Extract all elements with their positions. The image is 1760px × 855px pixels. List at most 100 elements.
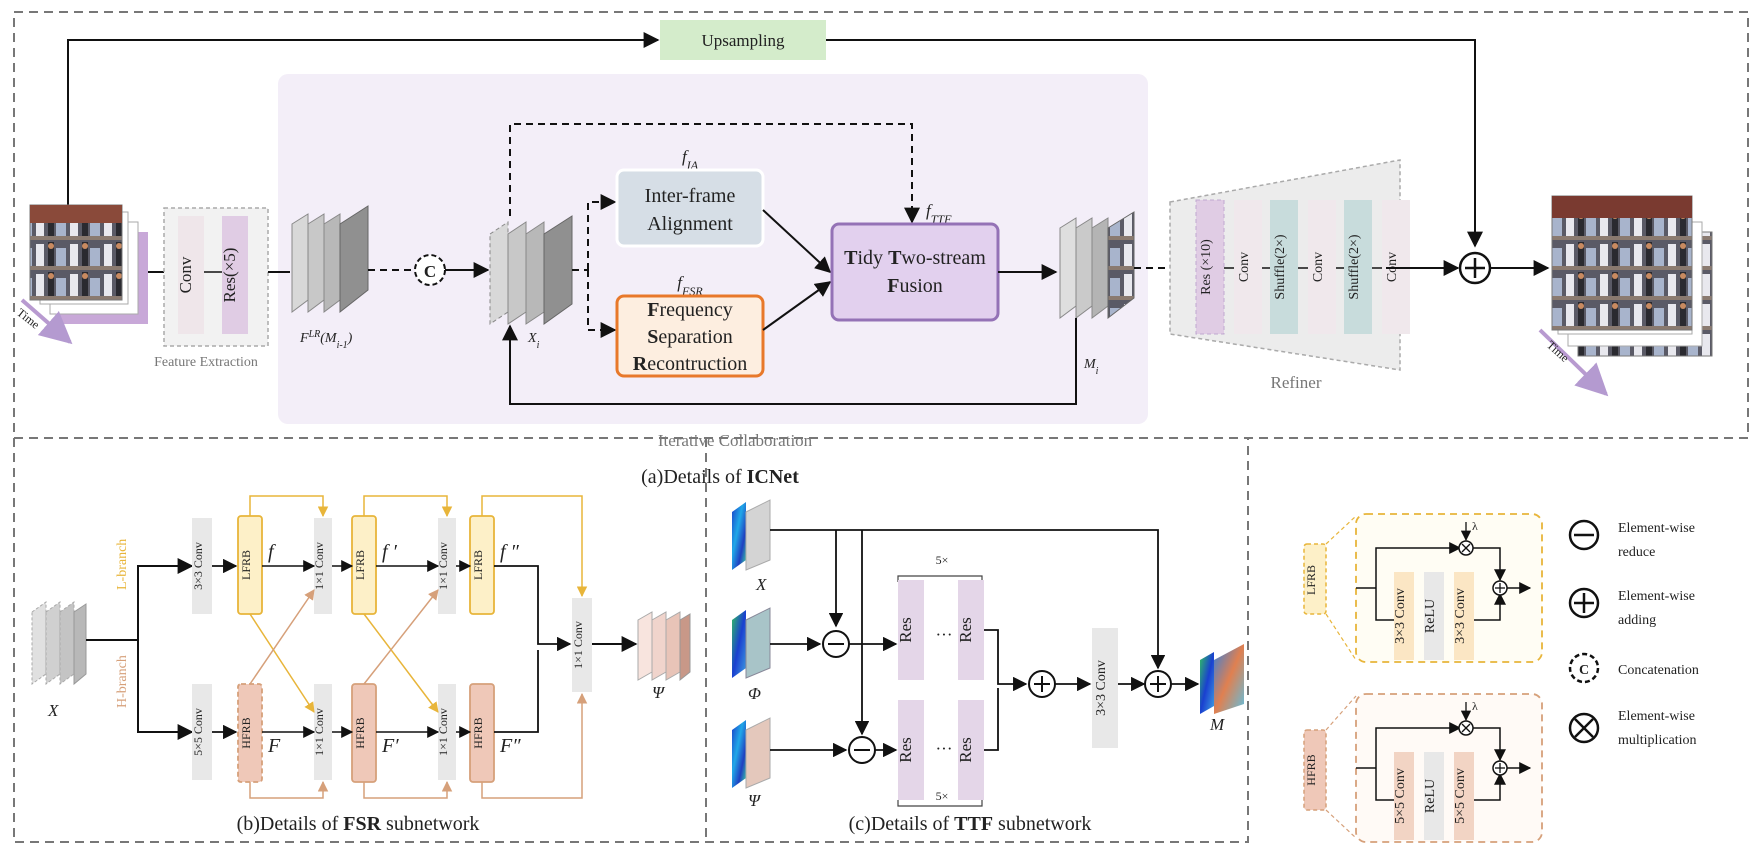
xi-to-ia bbox=[587, 194, 617, 270]
legend-lfrb-lambda: λ bbox=[1472, 519, 1478, 533]
refiner-label: Refiner bbox=[1271, 373, 1322, 392]
ttf-res-1b-label: Res bbox=[956, 617, 975, 643]
flr-label: FLR(Mi-1) bbox=[299, 329, 353, 351]
fsr-F-label-1: F′ bbox=[381, 735, 399, 757]
ttf-dots-2: ··· bbox=[936, 739, 953, 758]
fsr-h-branch-arrow bbox=[137, 640, 194, 740]
ttf-res1-to-add bbox=[984, 629, 1028, 692]
fsr-conv3 bbox=[192, 518, 212, 614]
inter-frame-alignment-box bbox=[615, 168, 765, 248]
ttf-psi-stack bbox=[732, 717, 771, 789]
xi-to-fsr bbox=[587, 270, 617, 338]
fsr-conv3-label: 3×3 Conv bbox=[191, 542, 205, 590]
upsampling-box bbox=[660, 20, 826, 60]
legend-hfrb-block-0 bbox=[1394, 752, 1414, 840]
legend-lfrb-block-0 bbox=[1394, 572, 1414, 660]
legend-lfrb-block-label-0: 3×3 Conv bbox=[1393, 588, 1408, 644]
upsampling-label: Upsampling bbox=[701, 31, 785, 50]
xi-feature-stack bbox=[489, 215, 573, 325]
fsr-to-ttf bbox=[762, 281, 832, 331]
hfrb-label-2: HFRB bbox=[471, 717, 485, 748]
refiner-block-4 bbox=[1344, 200, 1372, 334]
fsr-conv5 bbox=[192, 684, 212, 780]
fsr-last-l-to-final bbox=[494, 565, 572, 652]
fsr-psi-stack bbox=[637, 611, 691, 682]
fsr-skip-bot-final bbox=[481, 692, 588, 799]
legend-hfrb-skip bbox=[1375, 722, 1462, 768]
fsr-skip-top-1 bbox=[363, 495, 453, 518]
legend-concat-icon bbox=[1568, 652, 1600, 684]
feature-extraction-label: Feature Extraction bbox=[154, 355, 258, 370]
ttf-res-1b bbox=[958, 580, 984, 680]
refiner-block-label-2: Shuffle(2×) bbox=[1273, 234, 1288, 300]
fsr-conv5-label: 5×5 Conv bbox=[191, 708, 205, 756]
fsr-skip-top-0 bbox=[249, 495, 329, 518]
fsr-input-stack bbox=[31, 601, 87, 686]
legend-lfrb-block-label-1: ReLU bbox=[1423, 599, 1438, 633]
legend-mult-2: multiplication bbox=[1618, 733, 1697, 748]
fsr-line-2: Separation bbox=[647, 326, 733, 348]
legend-hfrb-lambda: λ bbox=[1472, 699, 1478, 713]
refiner-block-label-0: Res (×10) bbox=[1199, 239, 1214, 295]
ia-to-ttf bbox=[762, 209, 832, 274]
fsr-conv1-bot-0 bbox=[314, 684, 332, 780]
fsr-F-label-0: F bbox=[267, 735, 281, 757]
legend-lfrb-mult-to-add bbox=[1473, 547, 1506, 582]
fsr-line-1: Frequency bbox=[647, 299, 733, 321]
ttf-res-2b-label: Res bbox=[956, 737, 975, 763]
legend-mult-1: Element-wise bbox=[1618, 709, 1695, 724]
hfrb-label-0: HFRB bbox=[239, 717, 253, 748]
ttf-res-1a-label: Res bbox=[896, 617, 915, 643]
ttf-conv3 bbox=[1092, 628, 1118, 748]
ttf-phi-stack bbox=[732, 607, 771, 679]
upsampling-arrow-out bbox=[826, 39, 1483, 248]
refiner-block-label-4: Shuffle(2×) bbox=[1347, 234, 1362, 300]
fe-res-block bbox=[222, 216, 248, 334]
ttf-psi-label: Ψ bbox=[748, 791, 762, 810]
legend-hfrb-block-2 bbox=[1454, 752, 1474, 840]
fsr-cross-l-0 bbox=[249, 613, 315, 713]
legend-add-1: Element-wise bbox=[1618, 589, 1695, 604]
fsr-skip-top-final bbox=[481, 495, 588, 598]
ttf-dots-1: ··· bbox=[936, 625, 953, 644]
ttf-res-1a bbox=[898, 580, 924, 680]
legend-hfrb-chip bbox=[1303, 729, 1327, 811]
fsr-skip-bot-1 bbox=[363, 780, 453, 799]
times5-top: 5× bbox=[936, 553, 949, 567]
feedback-loop-arrow bbox=[502, 318, 1077, 405]
ttf-conv3-label: 3×3 Conv bbox=[1094, 660, 1109, 716]
tidy-two-stream-fusion-box bbox=[830, 222, 1000, 322]
legend-concat: Concatenation bbox=[1618, 663, 1699, 678]
l-branch-label: L-branch bbox=[115, 539, 130, 590]
h-branch-label: H-branch bbox=[115, 655, 130, 708]
iterative-collaboration-panel bbox=[278, 74, 1148, 424]
legend-lfrb-to-add bbox=[1474, 592, 1506, 621]
legend-hfrb-lead-1 bbox=[1325, 695, 1357, 731]
fsr-conv1-bot-label-0: 1×1 Conv bbox=[312, 708, 326, 756]
lfrb-label-2: LFRB bbox=[471, 550, 485, 580]
fsr-cross-l-1 bbox=[363, 613, 439, 713]
bottom-frame bbox=[13, 438, 1249, 843]
refiner-block-0 bbox=[1195, 199, 1225, 335]
fsr-f-label-2: f ″ bbox=[500, 541, 520, 563]
fsr-f-label-0: f bbox=[268, 541, 276, 563]
caption-ttf: (c)Details of TTF subnetwork bbox=[849, 813, 1092, 835]
fe-conv-block bbox=[178, 216, 204, 334]
legend-lfrb-label: LFRB bbox=[1304, 565, 1318, 595]
fsr-cross-h-1 bbox=[363, 589, 439, 685]
iterative-collaboration-label: Iterative Collaboration bbox=[658, 431, 813, 450]
fsr-skip-bot-0 bbox=[249, 780, 329, 799]
ttf-x-skip bbox=[770, 529, 1166, 670]
fsr-l-branch-arrow bbox=[137, 558, 194, 640]
fsr-psi-label: Ψ bbox=[652, 683, 666, 702]
xi-label: Xi bbox=[527, 331, 540, 351]
hfrb-label-1: HFRB bbox=[353, 717, 367, 748]
time-arrow-right bbox=[1538, 328, 1609, 397]
legend-lfrb-lead-2 bbox=[1325, 613, 1357, 661]
ttf-line-1: Tidy Two-stream bbox=[844, 247, 986, 269]
skip-arrow-in bbox=[67, 32, 660, 208]
lfrb-label-1: LFRB bbox=[353, 550, 367, 580]
flr-feature-stack bbox=[291, 205, 369, 314]
ttf-res-2a-label: Res bbox=[896, 737, 915, 763]
